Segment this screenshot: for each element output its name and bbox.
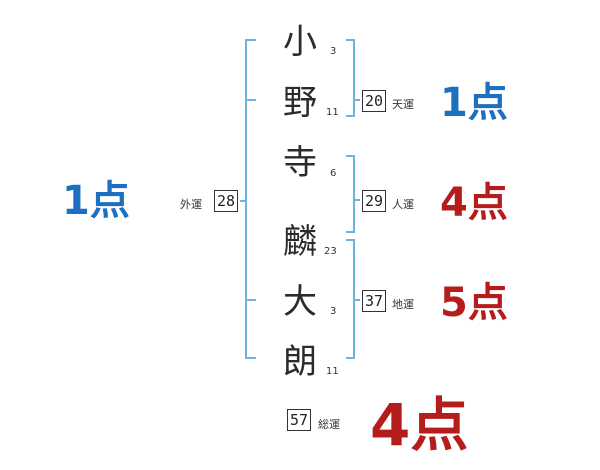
tenun-score: 1点 [440, 80, 508, 126]
name-char-4: 麟 [283, 222, 317, 262]
jinun-value: 29 [362, 190, 386, 212]
name-char-3: 寺 [283, 143, 317, 183]
stroke-count-6: 11 [326, 366, 339, 377]
stroke-count-3: 6 [330, 168, 337, 179]
name-char-2: 野 [283, 83, 317, 123]
gaiun-score: 1点 [62, 178, 130, 224]
stroke-count-1: 3 [330, 46, 337, 57]
chiun-value: 37 [362, 290, 386, 312]
chiun-score: 5点 [440, 280, 508, 326]
name-char-6: 朗 [283, 342, 317, 382]
souun-label: 総運 [318, 418, 340, 431]
souun-value: 57 [287, 409, 311, 431]
stroke-count-5: 3 [330, 306, 337, 317]
jinun-score: 4点 [440, 180, 508, 226]
souun-score: 4点 [370, 391, 469, 459]
tenun-label: 天運 [392, 98, 414, 111]
stroke-count-4: 23 [324, 246, 337, 257]
tenun-value: 20 [362, 90, 386, 112]
gaiun-label: 外運 [180, 198, 202, 211]
jinun-label: 人運 [392, 198, 414, 211]
gaiun-value: 28 [214, 190, 238, 212]
stroke-count-2: 11 [326, 107, 339, 118]
name-char-1: 小 [283, 22, 317, 62]
name-char-5: 大 [283, 282, 317, 322]
chiun-label: 地運 [392, 298, 414, 311]
